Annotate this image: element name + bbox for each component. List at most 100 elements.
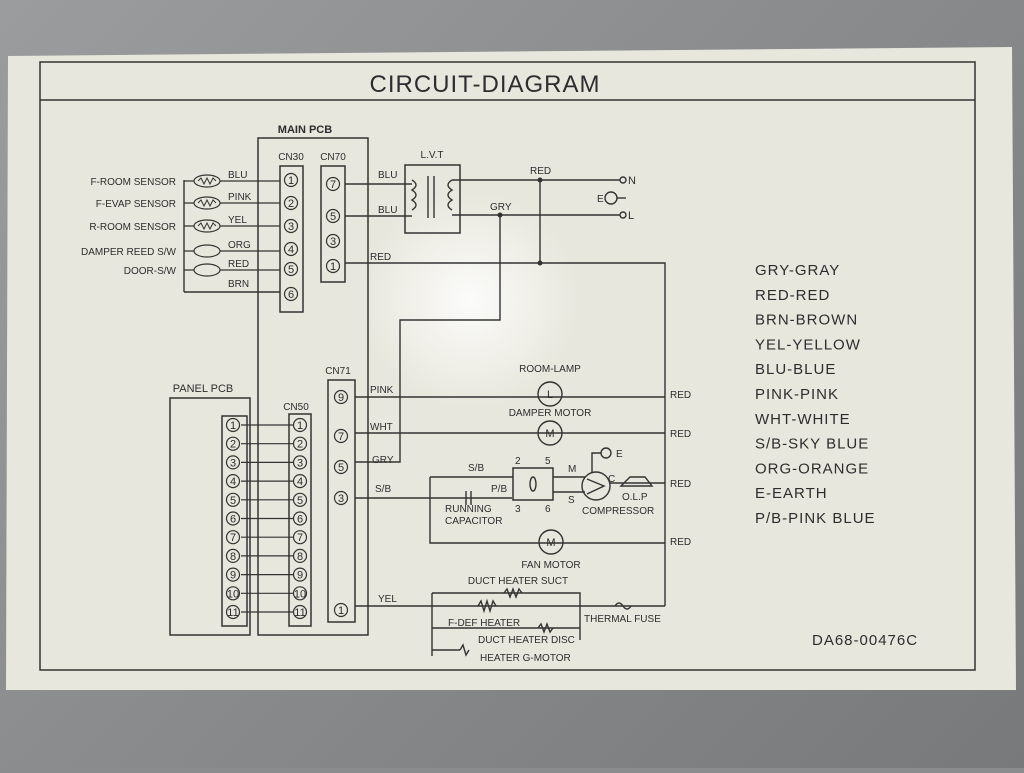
cn50-pin-circle bbox=[292, 586, 308, 601]
diagram-title: CIRCUIT-DIAGRAM bbox=[370, 71, 601, 98]
line-label: L bbox=[628, 210, 634, 222]
sensor-label: R-ROOM SENSOR bbox=[89, 222, 176, 233]
cn71-pin: 3 bbox=[338, 493, 344, 505]
relay-sb-label: S/B bbox=[468, 463, 484, 474]
thermal-fuse-label: THERMAL FUSE bbox=[584, 614, 661, 625]
panel-pin-circle bbox=[225, 455, 241, 470]
fan-motor-symbol: M bbox=[546, 537, 555, 549]
sensor-label: DAMPER REED S/W bbox=[81, 247, 177, 258]
sensor-wire-color: BLU bbox=[228, 170, 247, 181]
wire-wht: WHT bbox=[370, 422, 393, 433]
mains-wires bbox=[452, 179, 620, 216]
panel-pin: 3 bbox=[230, 457, 236, 469]
heater-g-motor-label: HEATER G-MOTOR bbox=[480, 653, 571, 664]
neutral-label: N bbox=[628, 175, 636, 187]
thermistor-icon bbox=[193, 174, 221, 188]
relay-pin-5: 5 bbox=[545, 456, 551, 467]
cn71-pin-circle bbox=[333, 389, 349, 405]
comp-s: S bbox=[568, 495, 575, 506]
cn50-pin-circle bbox=[292, 492, 308, 507]
cn71-pin: 9 bbox=[338, 392, 344, 404]
olp-icon bbox=[619, 476, 654, 487]
load-wires bbox=[355, 396, 665, 544]
cn50-label: CN50 bbox=[283, 402, 309, 413]
cn50-pin-circle bbox=[292, 436, 308, 451]
wire-gry: GRY bbox=[372, 455, 394, 466]
cn70-label: CN70 bbox=[320, 152, 346, 163]
earth-label: E bbox=[597, 194, 604, 205]
cn70-pin: 5 bbox=[330, 211, 336, 223]
panel-pin-circle bbox=[225, 604, 241, 620]
compressor-windings bbox=[586, 478, 606, 495]
relay-pb-label: P/B bbox=[491, 484, 507, 495]
sensor-wire-color: BRN bbox=[228, 279, 249, 290]
wire-blu-1: BLU bbox=[378, 170, 397, 181]
panel-pin: 5 bbox=[230, 495, 236, 507]
compressor-label: COMPRESSOR bbox=[582, 506, 654, 517]
panel-pin-circle bbox=[225, 530, 241, 545]
cn70-pin: 1 bbox=[330, 261, 336, 273]
panel-pin: 4 bbox=[230, 476, 236, 488]
panel-connector bbox=[221, 415, 248, 627]
room-lamp-icon bbox=[537, 381, 563, 407]
resistor-icon bbox=[477, 598, 497, 614]
cn71-connector bbox=[327, 379, 356, 623]
part-number: DA68-00476C bbox=[812, 632, 918, 649]
panel-pin: 7 bbox=[230, 532, 236, 544]
wire-yel: YEL bbox=[378, 594, 397, 605]
legend-item: PINK-PINK bbox=[755, 386, 839, 403]
cn30-pin: 1 bbox=[288, 175, 294, 187]
lvt-transformer bbox=[404, 164, 461, 234]
sensor-label: F-EVAP SENSOR bbox=[96, 199, 176, 210]
cn70-pin: 7 bbox=[330, 179, 336, 191]
cn50-pin: 2 bbox=[297, 439, 303, 451]
capacitor-icon bbox=[465, 491, 472, 505]
cn30-pin-circle bbox=[283, 218, 299, 234]
thermal-fuse-icon bbox=[614, 602, 632, 610]
cn50-pin: 1 bbox=[297, 420, 303, 432]
earth-lead bbox=[591, 452, 601, 472]
panel-pcb-label: PANEL PCB bbox=[173, 383, 234, 395]
relay-pin-2: 2 bbox=[515, 456, 521, 467]
cn50-pin-circle bbox=[292, 548, 308, 564]
cn50-pin: 3 bbox=[297, 457, 303, 469]
cn30-connector bbox=[279, 165, 304, 313]
thermistor-zigzag bbox=[197, 176, 217, 186]
panel-pin: 6 bbox=[230, 514, 236, 526]
sensor-wire-color: ORG bbox=[228, 240, 251, 251]
panel-pin-circle bbox=[225, 548, 241, 564]
legend-item: P/B-PINK BLUE bbox=[755, 510, 876, 527]
wire-gry-top: GRY bbox=[490, 202, 512, 213]
cn50-pin: 11 bbox=[294, 607, 305, 619]
panel-pin-circle bbox=[225, 511, 241, 526]
glare bbox=[360, 190, 580, 410]
cn30-pin: 4 bbox=[288, 244, 294, 256]
comp-m: M bbox=[568, 464, 576, 475]
red-label-2: RED bbox=[670, 429, 691, 440]
terminal-l bbox=[619, 211, 627, 219]
cn71-label: CN71 bbox=[325, 366, 351, 377]
cn50-pin-circle bbox=[292, 474, 308, 489]
main-pcb-box bbox=[257, 137, 369, 636]
relay-coil bbox=[529, 476, 537, 492]
terminal-n bbox=[619, 176, 627, 184]
resistor-icon bbox=[459, 643, 470, 657]
cn50-pin-circle bbox=[292, 511, 308, 526]
cn71-pin: 5 bbox=[338, 462, 344, 474]
cn70-pin-circle bbox=[325, 176, 341, 192]
cn50-pin-circle bbox=[292, 604, 308, 620]
junction bbox=[537, 260, 543, 266]
cn50-pin-circle bbox=[292, 567, 308, 582]
sensor-label: F-ROOM SENSOR bbox=[90, 177, 176, 188]
heater-wires bbox=[355, 592, 665, 656]
damper-motor-label: DAMPER MOTOR bbox=[509, 408, 592, 419]
cn70-connector bbox=[320, 165, 346, 283]
resistor-icon bbox=[537, 622, 554, 634]
panel-pin: 1 bbox=[230, 420, 236, 432]
cn50-connector bbox=[288, 413, 312, 627]
blu-wires bbox=[345, 183, 412, 217]
damper-motor-symbol: M bbox=[545, 428, 554, 440]
switch-icon bbox=[193, 263, 221, 277]
panel-pin-circle bbox=[225, 586, 241, 601]
